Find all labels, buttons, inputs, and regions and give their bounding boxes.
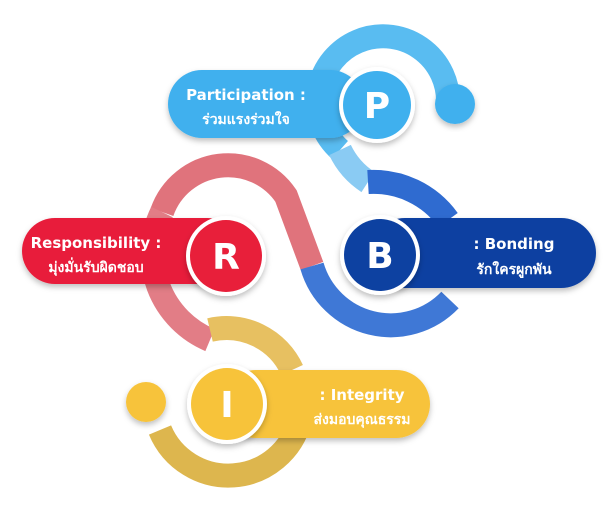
participation-badge: P: [339, 67, 415, 143]
integrity-letter: I: [220, 385, 233, 426]
bonding-title: : Bonding: [474, 235, 555, 253]
participation-title: Participation :: [186, 86, 306, 104]
integrity-pill: : Integrity ส่งมอบคุณธรรม: [222, 370, 430, 438]
participation-subtitle: ร่วมแรงร่วมใจ: [202, 110, 290, 128]
bonding-ring: [300, 169, 459, 338]
responsibility-badge: R: [186, 216, 266, 296]
responsibility-subtitle: มุ่งมั่นรับผิดชอบ: [48, 257, 143, 276]
participation-letter: P: [364, 86, 390, 127]
bonding-letter: B: [366, 236, 393, 277]
integrity-title: : Integrity: [319, 386, 404, 404]
integrity-end-dot: [126, 382, 166, 422]
responsibility-pill: Responsibility : มุ่งมั่นรับผิดชอบ: [22, 218, 240, 284]
bonding-badge: B: [340, 215, 420, 295]
responsibility-letter: R: [212, 237, 240, 278]
integrity-ring: [148, 316, 312, 488]
bonding-subtitle: รักใครผูกพัน: [476, 260, 552, 278]
integrity-subtitle: ส่งมอบคุณธรรม: [313, 412, 410, 428]
bonding-pill: : Bonding รักใครผูกพัน: [370, 218, 596, 288]
participation-end-dot: [435, 84, 475, 124]
participation-pill: Participation : ร่วมแรงร่วมใจ: [168, 70, 364, 138]
integrity-badge: I: [187, 364, 267, 444]
responsibility-title: Responsibility :: [31, 234, 162, 252]
